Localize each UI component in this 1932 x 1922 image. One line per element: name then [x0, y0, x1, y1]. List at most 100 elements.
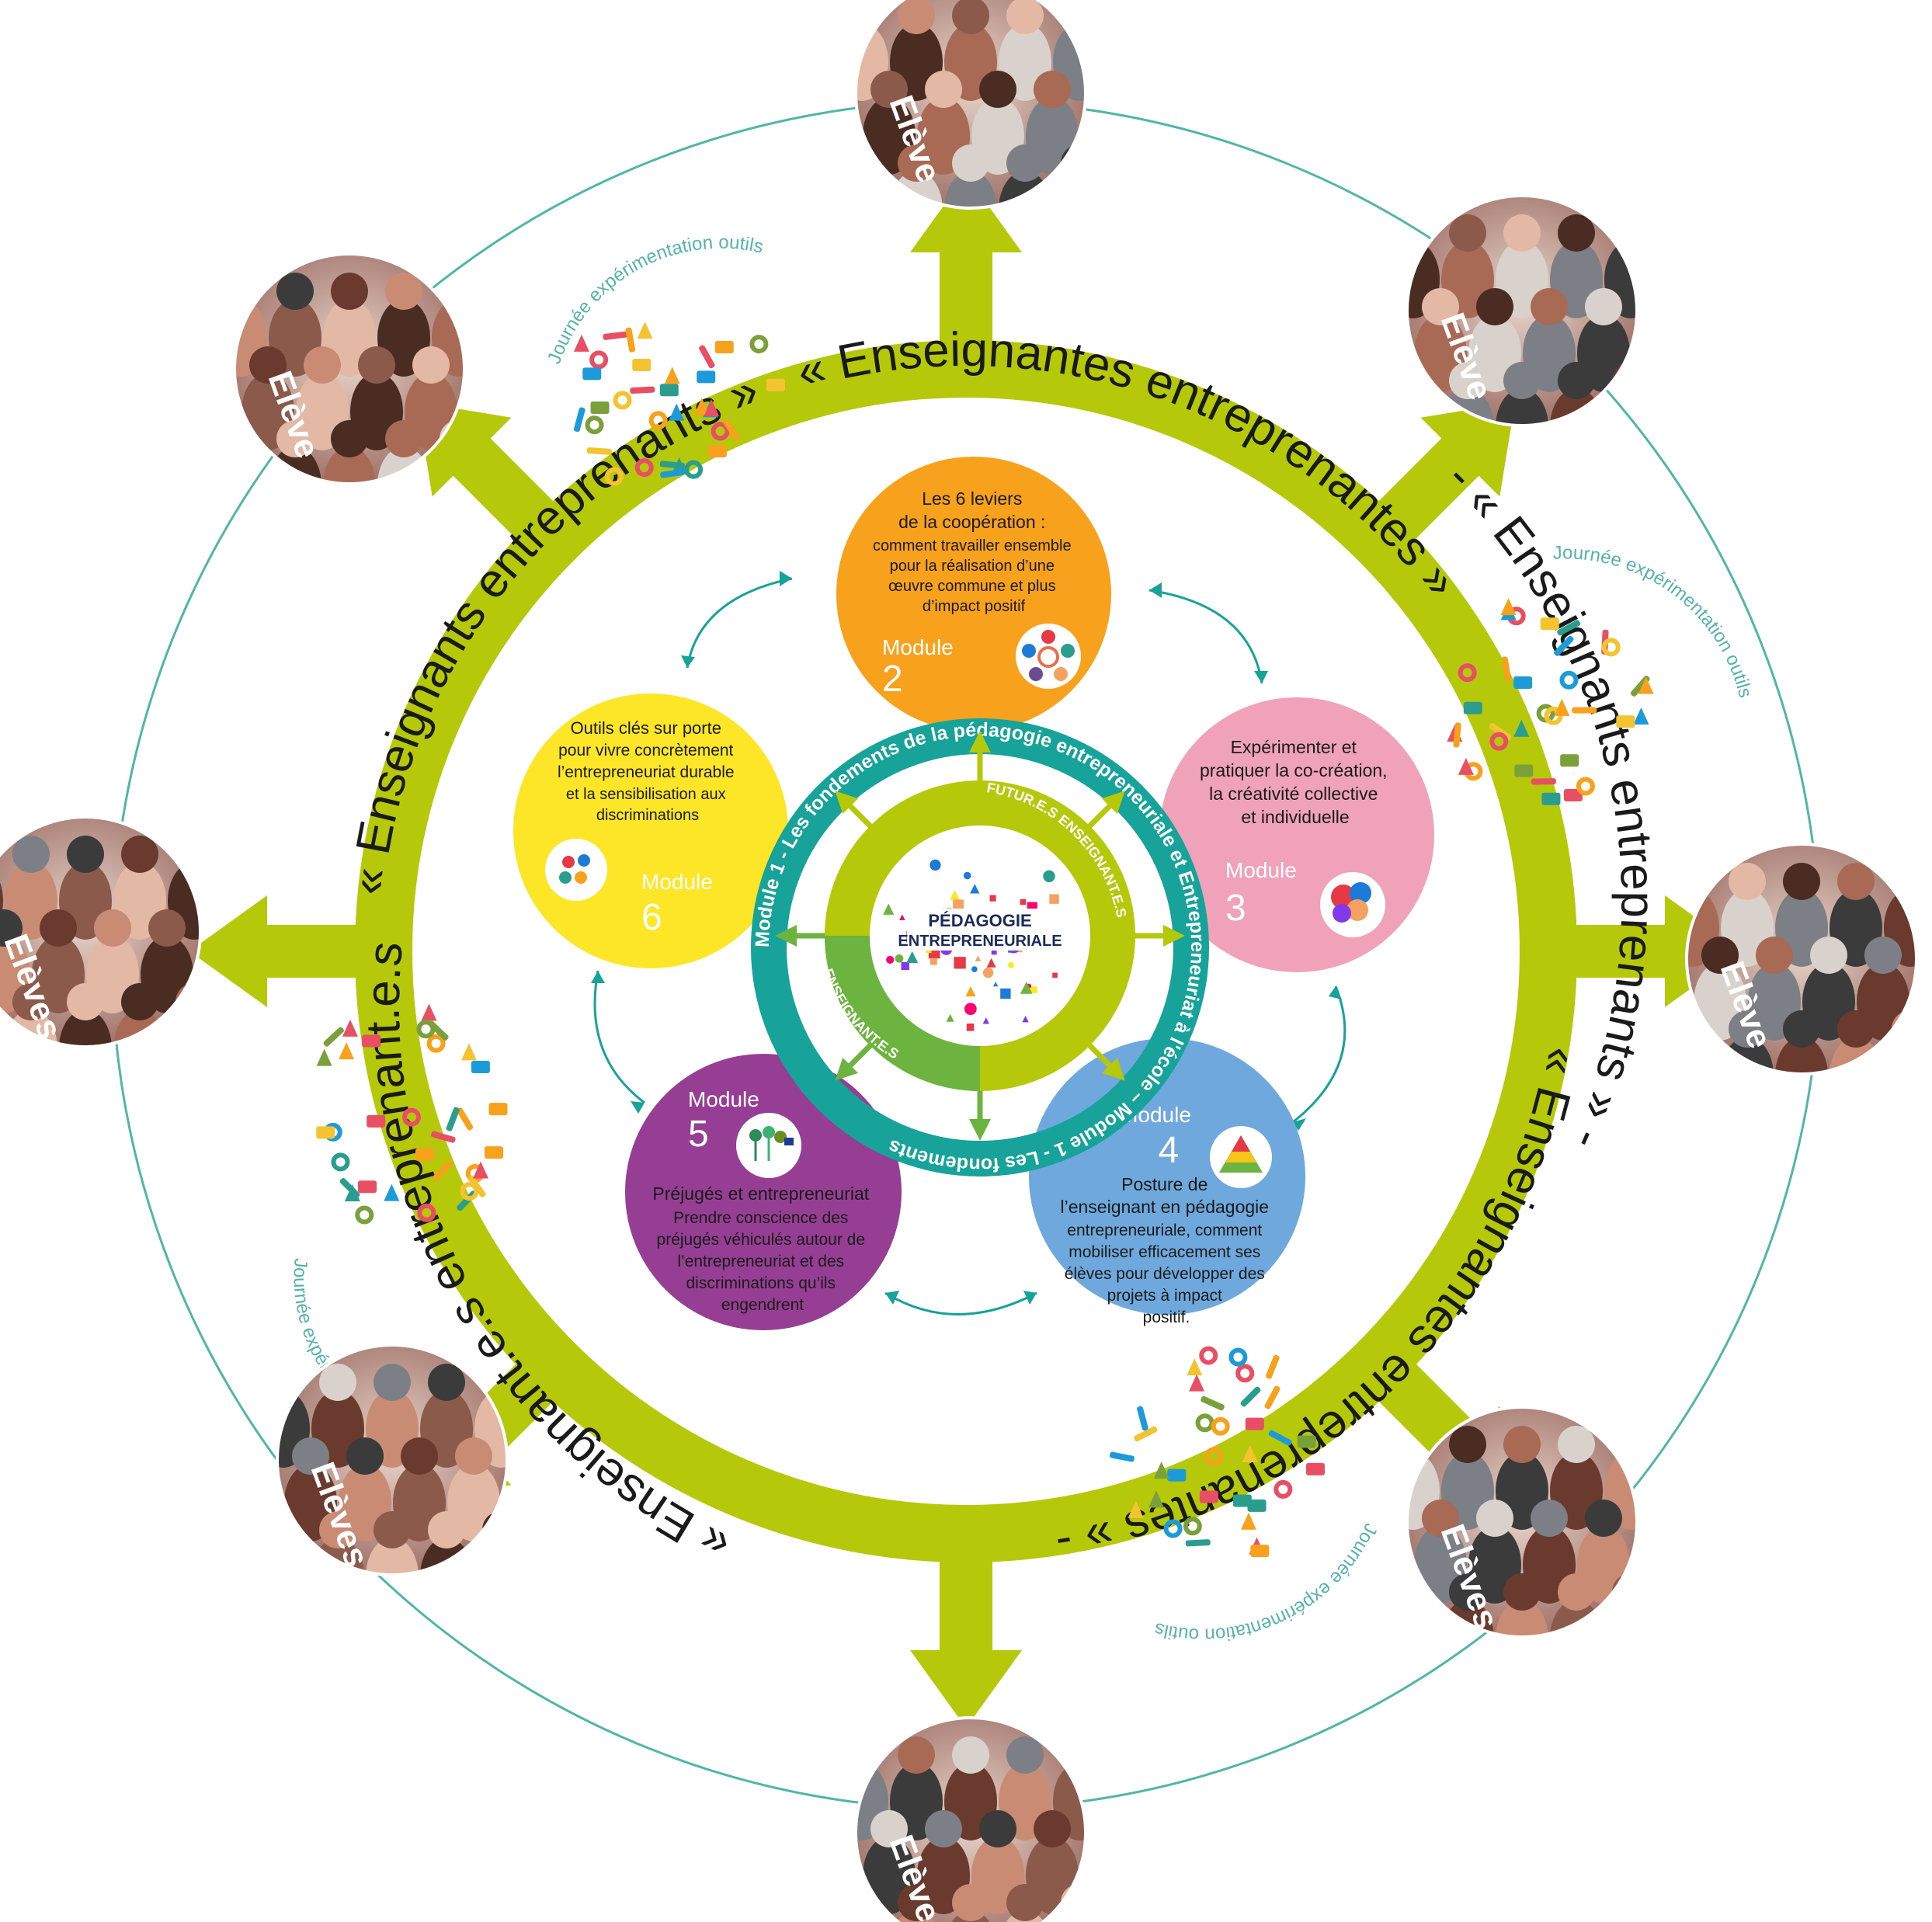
crowd-people-icon — [856, 1718, 1086, 1922]
gear-icon — [1601, 638, 1621, 657]
gear-icon — [1163, 1519, 1183, 1538]
gear-icon — [426, 1034, 446, 1053]
wrench-icon — [1554, 635, 1574, 656]
center-arrow-head-5 — [835, 1057, 859, 1081]
confetti-triangle — [883, 903, 895, 915]
toolbox-icon — [1167, 1468, 1187, 1482]
center-arrows — [775, 731, 1185, 1141]
gear-icon — [1559, 670, 1579, 690]
hammer-icon — [421, 1003, 437, 1021]
confetti-dot — [886, 955, 895, 964]
center-arrow-head-1 — [1101, 791, 1125, 815]
outward-arrow-5 — [416, 401, 562, 547]
hammer-icon — [664, 367, 680, 384]
module-4[interactable]: Module 4 Posture de l’enseignant en péda… — [1029, 1038, 1305, 1326]
hammer-icon — [460, 1043, 477, 1061]
module-connectors — [593, 577, 1346, 1316]
wrench-icon — [573, 407, 586, 433]
confetti-square — [1052, 972, 1058, 978]
confetti-dot — [1043, 870, 1055, 883]
hammer-icon — [1633, 707, 1649, 725]
hammer-icon — [1128, 1500, 1144, 1518]
wrench-icon — [1572, 707, 1597, 714]
tools-cluster-icon — [545, 839, 607, 901]
wrench-icon — [1264, 1385, 1280, 1409]
confetti-square — [991, 949, 997, 955]
gear-icon — [634, 458, 654, 478]
people-node-right: Elève — [1685, 843, 1918, 1076]
wrench-icon — [660, 468, 686, 478]
gear-icon — [401, 1107, 421, 1127]
module-6-text: Outils clés sur porte pour vivre concrèt… — [558, 718, 738, 824]
center-arrow-head-2 — [1163, 925, 1185, 947]
tools-icon — [573, 321, 785, 486]
confetti-square — [1049, 894, 1059, 904]
toolbox-icon — [488, 1103, 508, 1116]
module-3-text: Expérimenter et pratiquer la co-création… — [1200, 737, 1391, 827]
confetti-square — [989, 895, 996, 902]
wrench-icon — [1185, 1539, 1211, 1547]
connector-m2-m3 — [1148, 589, 1263, 684]
confetti-square — [966, 1024, 975, 1031]
hammer-icon — [342, 1019, 358, 1037]
toolbox-icon — [1541, 792, 1561, 805]
confetti-dot — [982, 967, 994, 978]
gear-icon — [585, 415, 604, 435]
module-3-number: 3 — [1225, 888, 1246, 929]
gear-icon — [1183, 1517, 1202, 1536]
gear-icon — [711, 422, 730, 441]
pedagogie-entrepreneuriale-logo: PÉDAGOGIE ENTREPRENEURIALE — [883, 859, 1062, 1031]
toolbox-icon — [1463, 701, 1482, 714]
wrench-icon — [1110, 1451, 1135, 1462]
wrench-icon — [433, 1160, 453, 1181]
hammer-icon — [1148, 1490, 1164, 1508]
connector-m5-m4 — [884, 1291, 1037, 1316]
module-5-number: 5 — [688, 1114, 709, 1155]
gear-icon — [1576, 777, 1595, 796]
module-5[interactable]: Module 5 Préjugés et entrepreneuriat Pre… — [625, 1054, 902, 1330]
gear-icon — [604, 467, 624, 486]
toolbox-icon — [1563, 788, 1583, 801]
toolbox-icon — [1245, 1417, 1264, 1430]
outward-arrow-2 — [910, 1549, 1022, 1728]
hammer-icon — [704, 399, 720, 417]
gear-icon — [749, 335, 769, 354]
module-6[interactable]: Outils clés sur porte pour vivre concrèt… — [513, 693, 788, 968]
hammer-icon — [693, 398, 710, 415]
hammer-icon — [1189, 1374, 1205, 1392]
wrench-icon — [446, 1107, 460, 1131]
toolbox-icon — [485, 1146, 504, 1159]
confetti-square — [1020, 898, 1027, 905]
gear-icon — [1195, 1413, 1214, 1433]
gear-icon — [1489, 732, 1509, 751]
confetti-triangle — [975, 955, 982, 961]
confetti-dot — [895, 954, 904, 963]
connector-m3-m4 — [1292, 985, 1346, 1124]
toolbox-icon — [316, 1126, 335, 1139]
module-2[interactable]: Les 6 leviers de la coopération : commen… — [836, 457, 1111, 732]
module-3[interactable]: Expérimenter et pratiquer la co-création… — [1159, 697, 1434, 972]
confetti-triangle — [946, 1013, 954, 1022]
wrench-icon — [1501, 656, 1512, 682]
hammer-icon — [637, 321, 653, 339]
wrench-icon — [1134, 1426, 1158, 1442]
people-node-bottom: Elève — [854, 1716, 1087, 1922]
wrench-icon — [1531, 778, 1556, 785]
confetti-square — [954, 957, 966, 969]
confetti-triangle — [965, 985, 976, 997]
toolbox-icon — [659, 384, 679, 397]
gear-icon — [589, 350, 609, 370]
center-arrow-head-7 — [835, 791, 859, 815]
hammer-icon — [573, 334, 589, 352]
cooperation-people-icon — [1016, 624, 1081, 689]
gear-icon — [1274, 1479, 1293, 1499]
creative-head-icon — [1320, 872, 1385, 937]
toolbox-icon — [582, 367, 602, 381]
confetti-triangle — [906, 951, 919, 964]
wrench-icon — [1268, 1430, 1292, 1446]
wrench-icon — [699, 345, 715, 369]
toolbox-icon — [367, 1114, 386, 1128]
wrench-icon — [431, 1131, 456, 1143]
hammer-icon — [472, 1161, 488, 1179]
logo-line-2: ENTREPRENEURIALE — [898, 933, 1062, 950]
